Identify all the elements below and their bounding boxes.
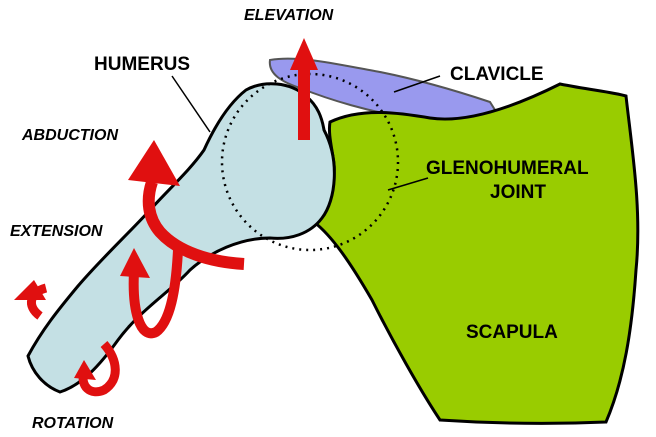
label-abduction: ABDUCTION	[21, 127, 118, 144]
label-glenohumeral: GLENOHUMERAL	[426, 158, 589, 179]
humerus-leader-line	[172, 76, 210, 132]
label-humerus: HUMERUS	[94, 54, 190, 75]
label-clavicle: CLAVICLE	[450, 64, 544, 85]
label-elevation: ELEVATION	[244, 7, 334, 24]
label-scapula: SCAPULA	[466, 322, 558, 343]
label-rotation: ROTATION	[32, 415, 114, 432]
scapula-bone	[314, 84, 638, 423]
label-extension: EXTENSION	[10, 223, 103, 240]
label-joint: JOINT	[490, 182, 546, 203]
